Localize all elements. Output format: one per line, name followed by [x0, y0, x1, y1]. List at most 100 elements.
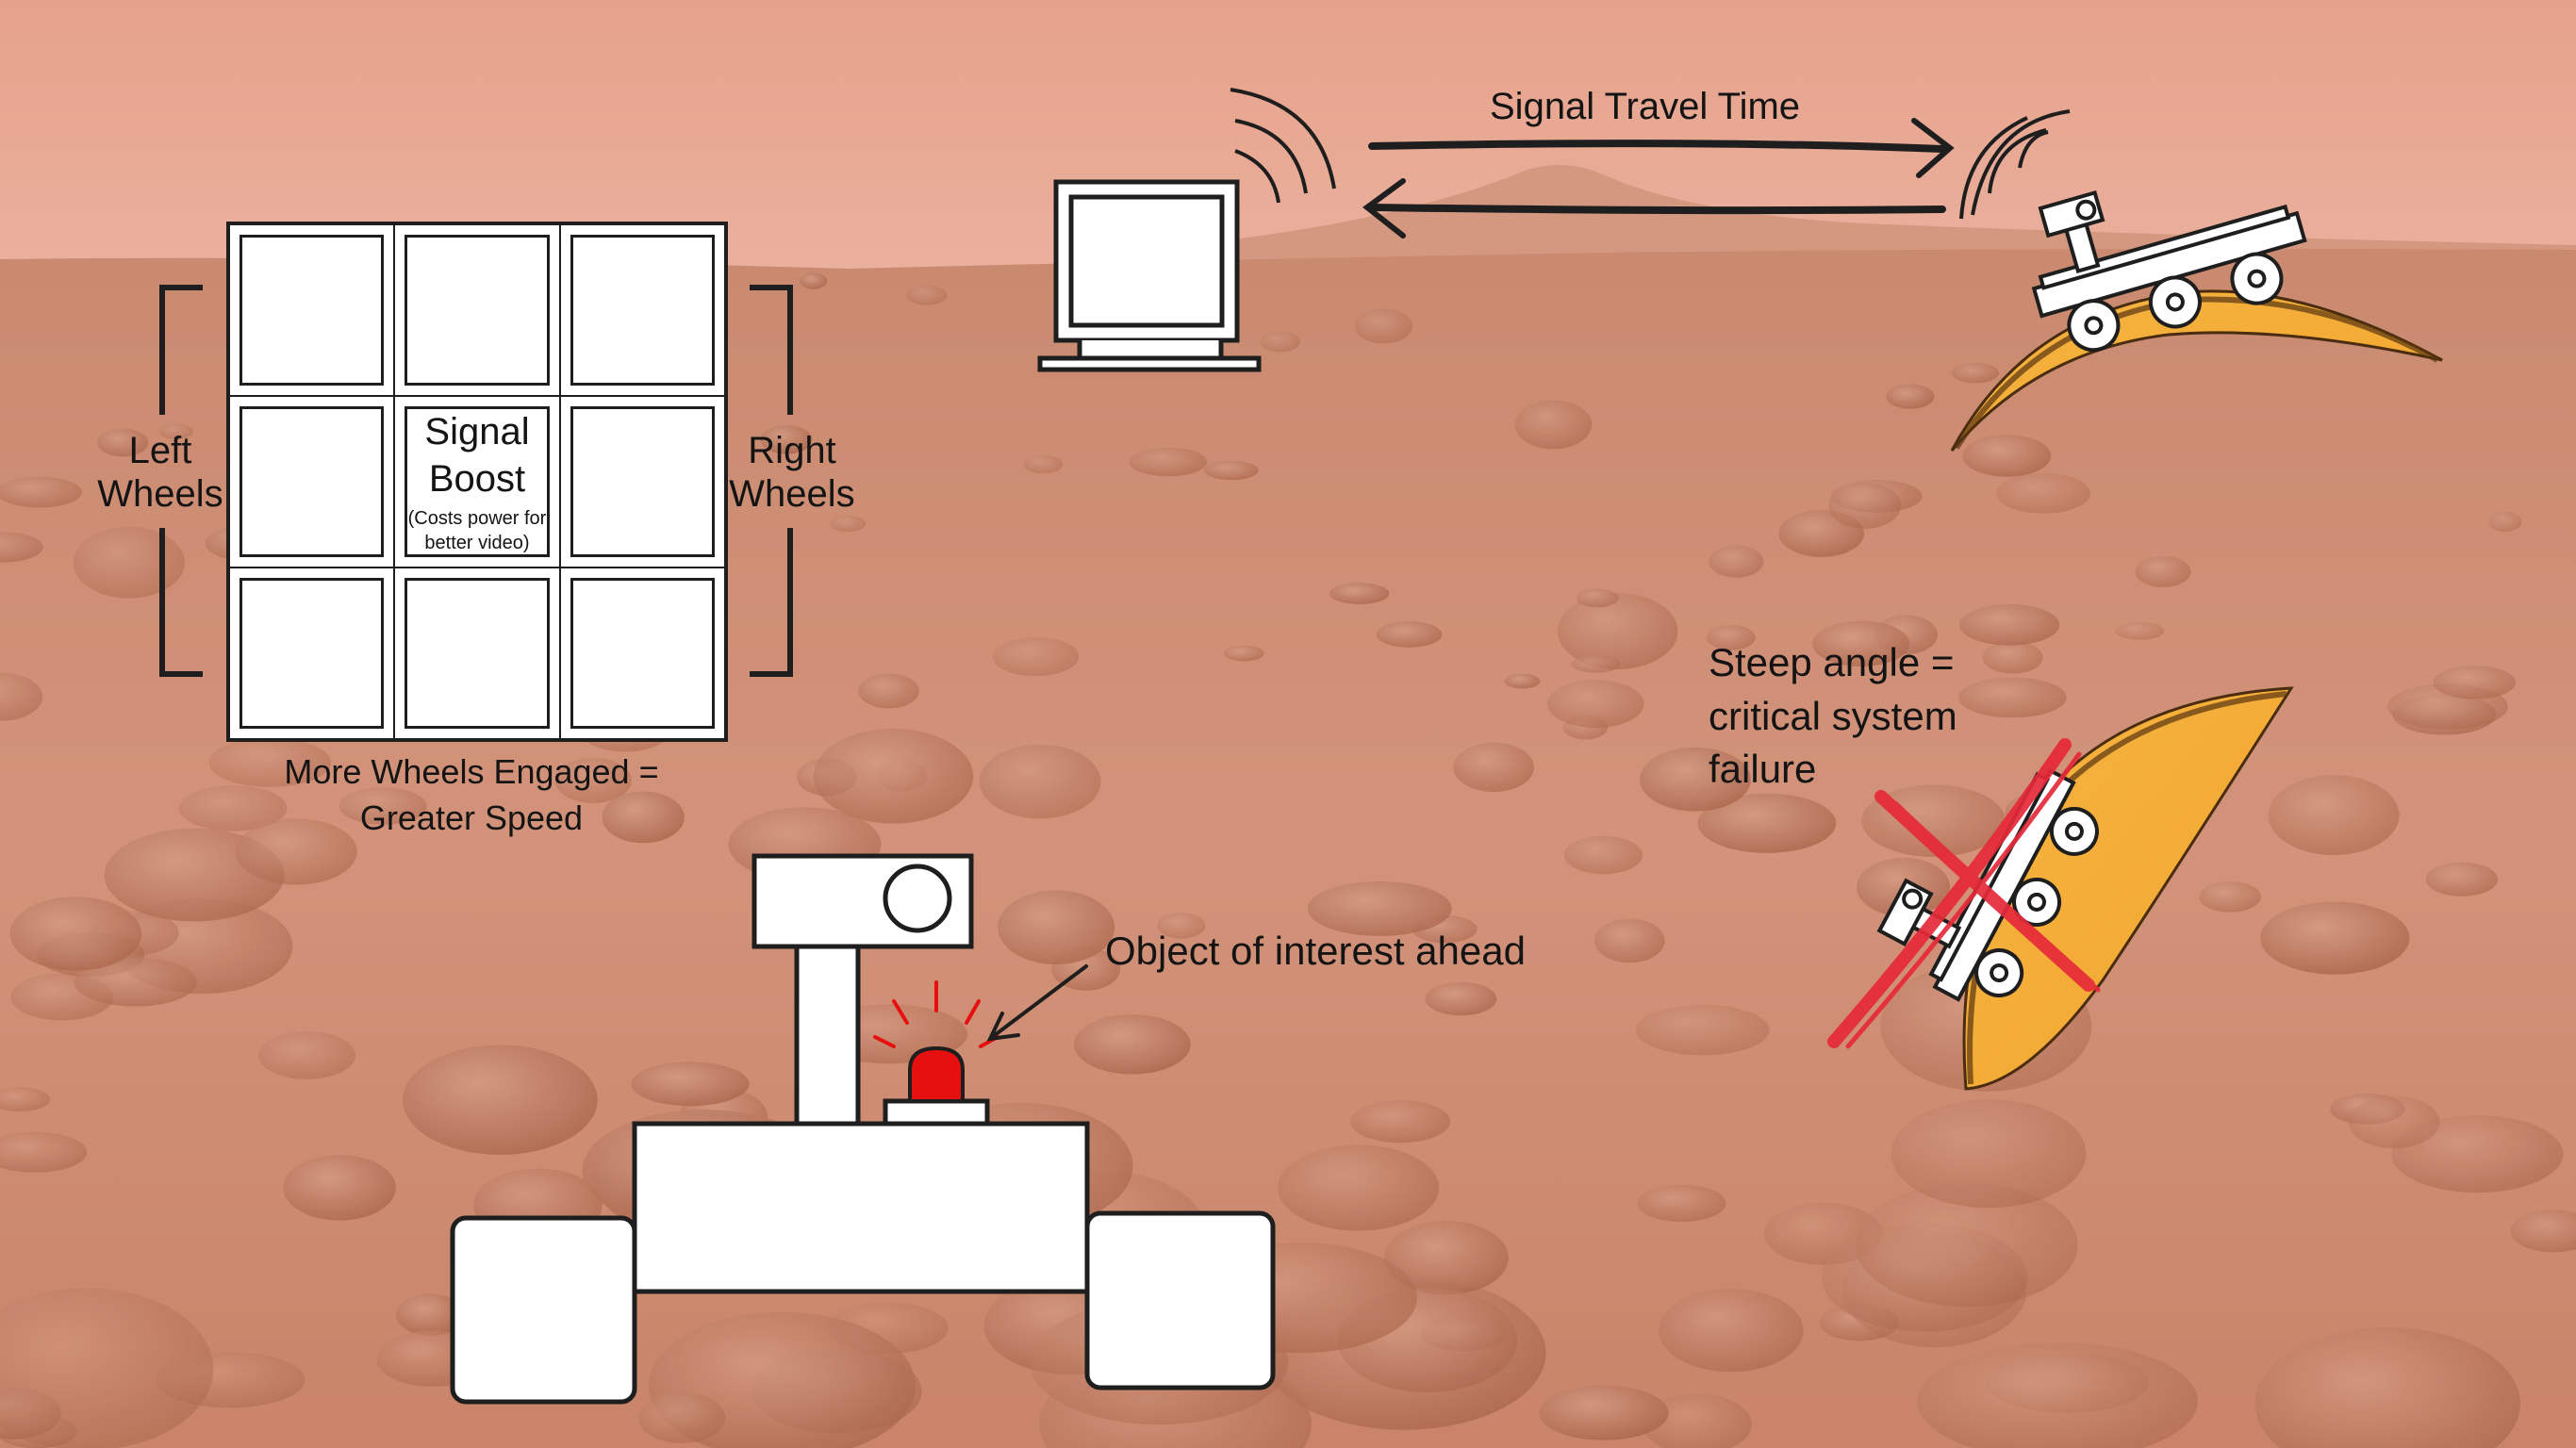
wheel-control-grid: Signal Boost (Costs power for better vid…: [226, 222, 728, 742]
rover-icon: [2031, 189, 2307, 353]
rock-decoration: [1354, 308, 1413, 344]
rock-decoration: [283, 1155, 396, 1221]
rock-decoration: [1962, 435, 2052, 477]
wheel-button[interactable]: [559, 396, 725, 568]
rock-decoration: [2510, 1209, 2576, 1253]
rock-decoration: [0, 672, 43, 721]
rock-decoration: [396, 1293, 466, 1336]
wheel-button[interactable]: [229, 396, 395, 568]
object-alert-label: Object of interest ahead: [1105, 929, 1526, 973]
rock-decoration: [1709, 545, 1764, 578]
rock-decoration: [1855, 1182, 2078, 1308]
left-wheels-bracket: [159, 285, 203, 677]
rock-decoration: [9, 897, 142, 971]
rock-decoration: [1637, 1184, 1726, 1222]
rock-decoration: [2425, 862, 2499, 897]
rock-decoration: [1260, 331, 1301, 353]
wheel-grid-caption: More Wheels Engaged = Greater Speed: [284, 752, 659, 837]
signal-waves-icon: [1959, 109, 2071, 220]
rock-decoration: [1563, 835, 1643, 875]
signal-waves-icon: [1230, 88, 1336, 204]
rock-decoration: [2254, 1327, 2520, 1448]
rock-decoration: [178, 785, 288, 831]
rock-decoration: [998, 890, 1115, 964]
rock-decoration: [979, 744, 1101, 819]
rock-decoration: [235, 818, 357, 885]
rock-decoration: [602, 791, 685, 844]
rock-decoration: [339, 787, 427, 825]
wheel-button[interactable]: [229, 224, 395, 396]
rock-decoration: [1697, 793, 1837, 853]
rock-decoration: [906, 285, 948, 305]
rock-decoration: [1329, 583, 1390, 604]
steep-angle-warning-label: Steep angle = critical system failure: [1709, 640, 1957, 792]
rock-decoration: [1224, 645, 1264, 662]
signal-boost-note: (Costs power for better video): [407, 508, 547, 553]
rock-decoration: [992, 637, 1080, 677]
left-wheels-label: Left Wheels: [97, 430, 223, 515]
rock-decoration: [1504, 673, 1541, 689]
rock-decoration: [1539, 1385, 1669, 1440]
alert-beacon-icon: [873, 980, 999, 1103]
rock-decoration: [1278, 1144, 1440, 1231]
failure-cross-icon: [1827, 738, 2101, 1049]
rock-decoration: [760, 425, 813, 454]
rock-decoration: [1917, 1342, 2198, 1448]
rock-decoration: [0, 1288, 214, 1448]
rock-decoration: [1640, 747, 1751, 812]
wheel-button[interactable]: [394, 568, 560, 739]
rock-decoration: [1996, 472, 2091, 514]
rock-decoration: [813, 729, 974, 824]
wheel-button[interactable]: [394, 224, 560, 396]
rock-decoration: [2391, 1115, 2564, 1193]
rock-decoration: [1659, 1289, 1804, 1373]
rock-decoration: [631, 1061, 750, 1107]
rock-decoration: [97, 428, 149, 457]
rock-decoration: [1023, 454, 1064, 474]
rock-decoration: [258, 1031, 355, 1079]
rock-decoration: [403, 1045, 598, 1155]
rock-decoration: [2115, 621, 2165, 640]
rock-decoration: [554, 758, 632, 803]
wheel-button[interactable]: [559, 224, 725, 396]
rock-decoration: [1886, 384, 1935, 409]
signal-boost-button[interactable]: Signal Boost (Costs power for better vid…: [394, 396, 560, 568]
rock-decoration: [1958, 677, 2067, 718]
rock-decoration: [1828, 482, 1902, 529]
rock-decoration: [1959, 604, 2060, 646]
rock-decoration: [1547, 680, 1644, 728]
rock-decoration: [1350, 1100, 1451, 1144]
rock-decoration: [2348, 1095, 2440, 1149]
rock-decoration: [1577, 588, 1619, 608]
rock-decoration: [73, 526, 185, 599]
rock-decoration: [2260, 901, 2410, 975]
signal-boost-title: Signal Boost: [424, 411, 530, 500]
rock-decoration: [1453, 742, 1534, 793]
rock-decoration: [1557, 593, 1678, 669]
wheel-button[interactable]: [229, 568, 395, 739]
rock-decoration: [1707, 625, 1756, 650]
rover-icon: [1876, 767, 2099, 1002]
rock-decoration: [2199, 881, 2261, 913]
rock-decoration: [1129, 447, 1208, 477]
rock-decoration: [2135, 555, 2191, 587]
rock-decoration: [2268, 775, 2400, 856]
right-wheels-bracket: [750, 285, 793, 677]
wheel-button[interactable]: [559, 568, 725, 739]
rock-decoration: [1952, 363, 1999, 384]
rock-decoration: [158, 423, 193, 439]
rock-decoration: [0, 1131, 88, 1173]
rock-decoration: [0, 532, 43, 563]
rock-decoration: [1514, 400, 1593, 450]
signal-arrows: [1362, 118, 1955, 239]
rock-decoration: [208, 737, 331, 787]
rock-decoration: [2433, 666, 2517, 699]
rock-decoration: [1157, 913, 1206, 939]
rock-decoration: [1982, 641, 2043, 674]
rock-decoration: [1571, 655, 1621, 673]
rock-decoration: [858, 673, 919, 709]
rock-decoration: [0, 476, 83, 508]
rock-decoration: [0, 1087, 51, 1112]
rock-decoration: [74, 957, 197, 1007]
